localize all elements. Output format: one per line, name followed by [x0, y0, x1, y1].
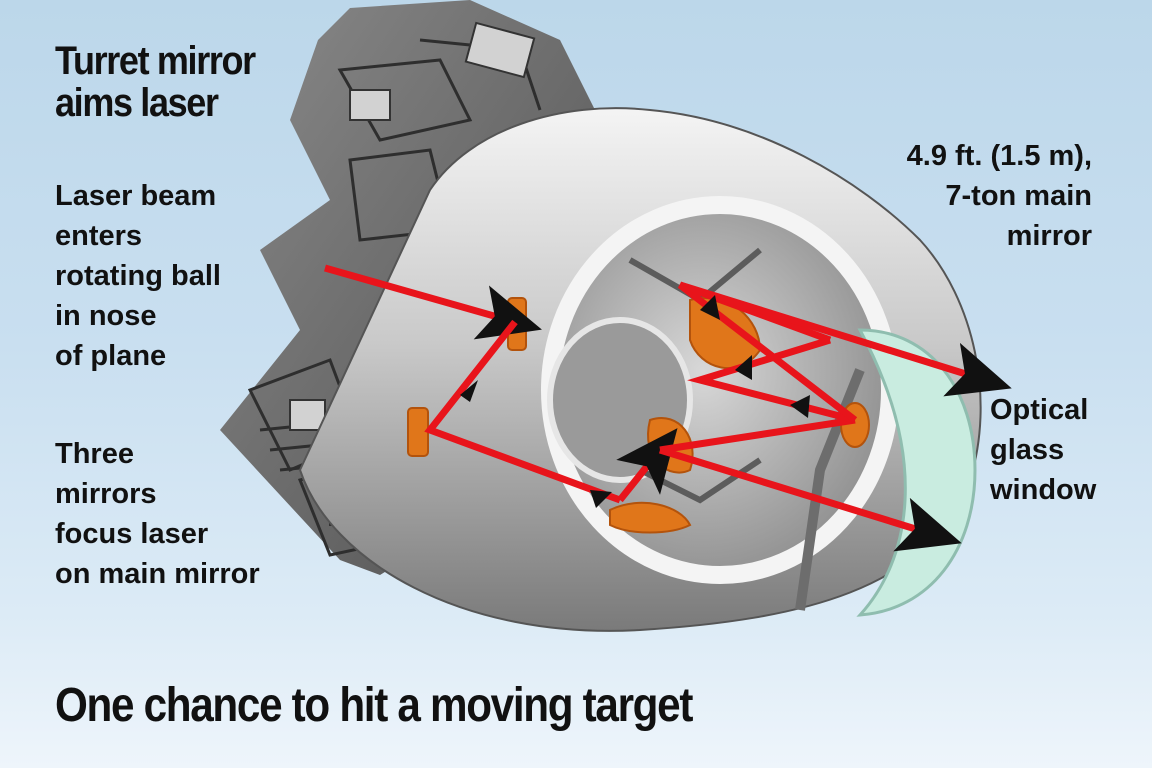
label-laser-beam-entry: Laser beam enters rotating ball in nose … — [55, 180, 221, 372]
laser-up-beam — [616, 428, 678, 503]
bottom-title: One chance to hit a moving target — [55, 679, 693, 732]
turning-mirror-1 — [407, 407, 429, 457]
label-main-mirror: 4.9 ft. (1.5 m), 7-ton main mirror — [906, 140, 1092, 252]
turning-mirror-2 — [609, 501, 692, 534]
beam-direction-arrows — [460, 295, 810, 508]
laser-entry-beam — [324, 264, 542, 340]
label-optical-glass-window: Optical glass window — [990, 394, 1097, 506]
window-frame — [795, 368, 865, 611]
heading: Turret mirror aims laser — [55, 39, 256, 125]
label-three-mirrors: Three mirrors focus laser on main mirror — [55, 438, 260, 590]
laser-exit-beam-1 — [678, 281, 1012, 397]
laser-exit-beam-2 — [658, 446, 962, 552]
